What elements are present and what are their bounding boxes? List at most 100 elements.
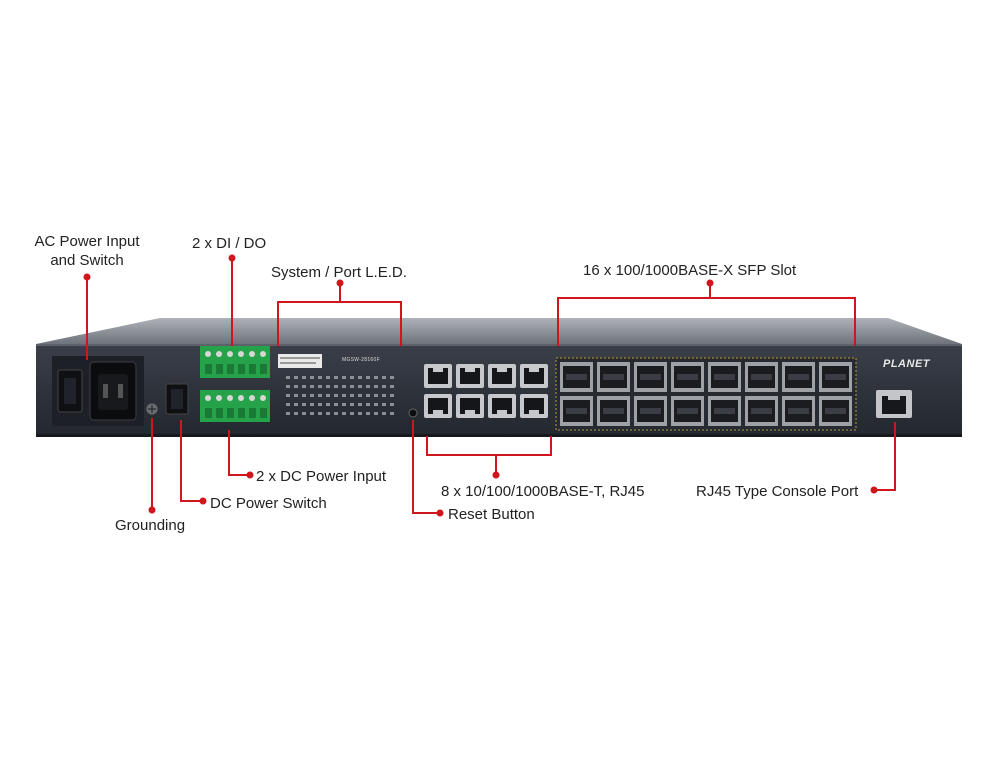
sfp-slot[interactable] xyxy=(597,362,630,392)
led-indicator xyxy=(302,403,306,406)
dc-power-input-terminal-block xyxy=(200,390,270,422)
led-indicator xyxy=(286,403,290,406)
sfp-slot[interactable] xyxy=(671,362,704,392)
rj45-port[interactable] xyxy=(424,394,452,418)
chassis-top xyxy=(36,318,962,344)
planet-logo-icon: PLANET xyxy=(883,358,930,370)
led-indicator xyxy=(358,403,362,406)
rj45-port[interactable] xyxy=(424,364,452,388)
led-indicator xyxy=(334,403,338,406)
led-indicator xyxy=(366,376,370,379)
sfp-slot[interactable] xyxy=(708,396,741,426)
led-indicator xyxy=(334,394,338,397)
led-indicator xyxy=(382,403,386,406)
callout-ac-power: AC Power Input and Switch xyxy=(22,232,152,270)
rj45-port[interactable] xyxy=(488,364,516,388)
callout-dot xyxy=(706,279,714,287)
led-indicator xyxy=(302,412,306,415)
sfp-slot[interactable] xyxy=(782,362,815,392)
rj45-port[interactable] xyxy=(520,364,548,388)
led-indicator xyxy=(318,385,322,388)
sfp-slot[interactable] xyxy=(745,396,778,426)
callout-led: System / Port L.E.D. xyxy=(271,264,407,281)
led-indicator xyxy=(390,376,394,379)
callout-dot xyxy=(246,471,254,479)
led-indicator xyxy=(342,394,346,397)
sfp-slot[interactable] xyxy=(634,362,667,392)
sfp-slot[interactable] xyxy=(560,362,593,392)
sfp-slot[interactable] xyxy=(745,362,778,392)
sfp-slot[interactable] xyxy=(597,396,630,426)
led-indicator xyxy=(374,376,378,379)
led-indicator xyxy=(366,385,370,388)
led-indicator xyxy=(374,403,378,406)
led-indicator xyxy=(310,376,314,379)
led-indicator xyxy=(310,403,314,406)
led-indicator xyxy=(326,394,330,397)
led-indicator xyxy=(286,412,290,415)
sfp-slot[interactable] xyxy=(671,396,704,426)
sfp-slot[interactable] xyxy=(782,396,815,426)
callout-dot xyxy=(492,471,500,479)
callout-dot xyxy=(199,497,207,505)
sfp-slot[interactable] xyxy=(819,362,852,392)
sfp-slot[interactable] xyxy=(634,396,667,426)
callout-dot xyxy=(870,486,878,494)
callout-line-dc-power-input xyxy=(228,430,250,476)
led-indicator xyxy=(350,385,354,388)
callout-dot xyxy=(83,273,91,281)
ac-power-module xyxy=(52,356,144,426)
led-indicator xyxy=(374,412,378,415)
callout-dot xyxy=(436,509,444,517)
led-indicator xyxy=(382,394,386,397)
led-indicator xyxy=(302,376,306,379)
console-port[interactable] xyxy=(876,390,912,418)
led-indicator xyxy=(326,385,330,388)
led-indicator xyxy=(350,403,354,406)
led-indicator xyxy=(382,376,386,379)
led-indicator xyxy=(326,412,330,415)
rj45-port[interactable] xyxy=(456,394,484,418)
led-indicator xyxy=(294,403,298,406)
callout-ac-power-line1: AC Power Input xyxy=(34,233,140,250)
led-indicator xyxy=(334,376,338,379)
rj45-port[interactable] xyxy=(456,364,484,388)
led-indicator xyxy=(294,412,298,415)
led-indicator xyxy=(374,394,378,397)
rj45-port[interactable] xyxy=(488,394,516,418)
led-indicator xyxy=(350,412,354,415)
led-indicator xyxy=(358,376,362,379)
led-indicator xyxy=(342,385,346,388)
callout-console-port: RJ45 Type Console Port xyxy=(696,483,859,500)
rj45-port-group xyxy=(424,364,548,418)
led-indicator xyxy=(286,394,290,397)
led-indicator xyxy=(366,403,370,406)
led-indicator xyxy=(382,385,386,388)
callout-ac-power-line2: and Switch xyxy=(50,252,124,269)
led-indicator xyxy=(382,412,386,415)
led-indicator xyxy=(318,403,322,406)
led-indicator xyxy=(318,376,322,379)
callout-grounding: Grounding xyxy=(115,517,186,534)
led-indicator xyxy=(318,394,322,397)
led-indicator xyxy=(326,376,330,379)
model-label: MGSW-28160F xyxy=(342,357,380,363)
led-indicator xyxy=(286,376,290,379)
led-indicator xyxy=(350,376,354,379)
led-indicator xyxy=(358,394,362,397)
callout-line-dc-power-switch xyxy=(180,420,203,502)
led-indicator xyxy=(390,412,394,415)
led-panel xyxy=(278,354,394,415)
led-indicator xyxy=(342,403,346,406)
led-indicator xyxy=(286,385,290,388)
reset-button[interactable] xyxy=(408,408,418,418)
sfp-slot[interactable] xyxy=(560,396,593,426)
sfp-slot[interactable] xyxy=(708,362,741,392)
led-indicator xyxy=(294,394,298,397)
callout-line-console xyxy=(874,422,896,491)
sfp-slot[interactable] xyxy=(819,396,852,426)
led-indicator xyxy=(350,394,354,397)
callout-dot xyxy=(336,279,344,287)
callout-di-do: 2 x DI / DO xyxy=(192,235,267,252)
rj45-port[interactable] xyxy=(520,394,548,418)
